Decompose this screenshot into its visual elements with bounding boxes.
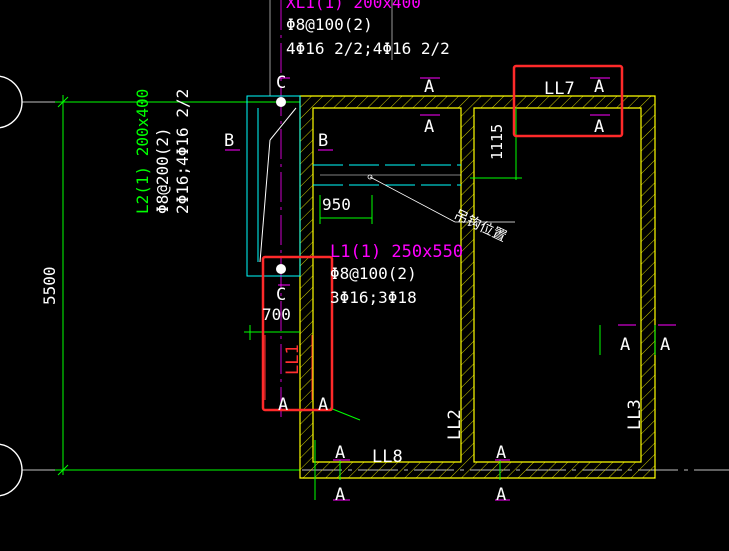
dimension-lines <box>244 108 656 500</box>
section-a-12: A <box>496 485 506 505</box>
lintel-ll2-label: LL2 <box>445 409 465 440</box>
top-beam-bars: 4Φ16 2/2;4Φ16 2/2 <box>286 39 450 58</box>
dimension-700-label: 700 <box>262 305 291 324</box>
walls <box>299 95 656 479</box>
highlight-box-ll1 <box>261 255 334 412</box>
column-dot-bottom <box>276 264 286 274</box>
top-beam-stirrup: Φ8@100(2) <box>286 15 373 34</box>
hoist-leader <box>367 174 515 223</box>
section-a-6: A <box>660 335 670 355</box>
lintel-ll1-label: LL1 <box>283 344 303 375</box>
section-b-2: B <box>318 131 328 151</box>
mid-beam-stirrup: Φ8@100(2) <box>330 264 417 283</box>
left-beam-bars: 2Φ16;4Φ16 2/2 <box>173 89 192 214</box>
section-a-10: A <box>335 485 345 505</box>
section-markers <box>225 77 676 501</box>
section-a-3: A <box>594 77 604 97</box>
dimension-5500 <box>55 95 300 476</box>
top-beam-title: XL1(1) 200x400 <box>286 0 421 12</box>
section-c-1: C <box>276 73 286 93</box>
lintel-ll1-marks <box>264 335 313 400</box>
dimension-1115-label: 1115 <box>488 124 506 160</box>
lintel-ll8-label: LL8 <box>372 447 403 467</box>
column-dot-top <box>276 97 286 107</box>
mid-beam-bars: 3Φ16;3Φ18 <box>330 288 417 307</box>
section-a-2: A <box>424 117 434 137</box>
left-beam-title: L2(1) 200x400 <box>133 89 152 214</box>
beam-slope-line <box>259 107 297 263</box>
section-a-7: A <box>278 395 288 415</box>
left-beam-stirrup: Φ8@200(2) <box>153 127 172 214</box>
mid-beam-title: L1(1) 250x550 <box>330 242 463 262</box>
section-a-4: A <box>594 117 604 137</box>
lintel-ll3-label: LL3 <box>625 399 645 430</box>
cyan-beam-outline <box>246 95 461 277</box>
section-a-8: A <box>318 395 328 415</box>
section-a-9: A <box>335 443 345 463</box>
section-a-5: A <box>620 335 630 355</box>
section-c-2: C <box>276 285 286 305</box>
lintel-ll7-label: LL7 <box>544 79 575 99</box>
dimension-950-label: 950 <box>322 195 351 214</box>
section-a-1: A <box>424 77 434 97</box>
highlight-box-ll7 <box>512 64 624 138</box>
dimension-5500-label: 5500 <box>40 266 59 305</box>
section-a-11: A <box>496 443 506 463</box>
section-b-1: B <box>224 131 234 151</box>
